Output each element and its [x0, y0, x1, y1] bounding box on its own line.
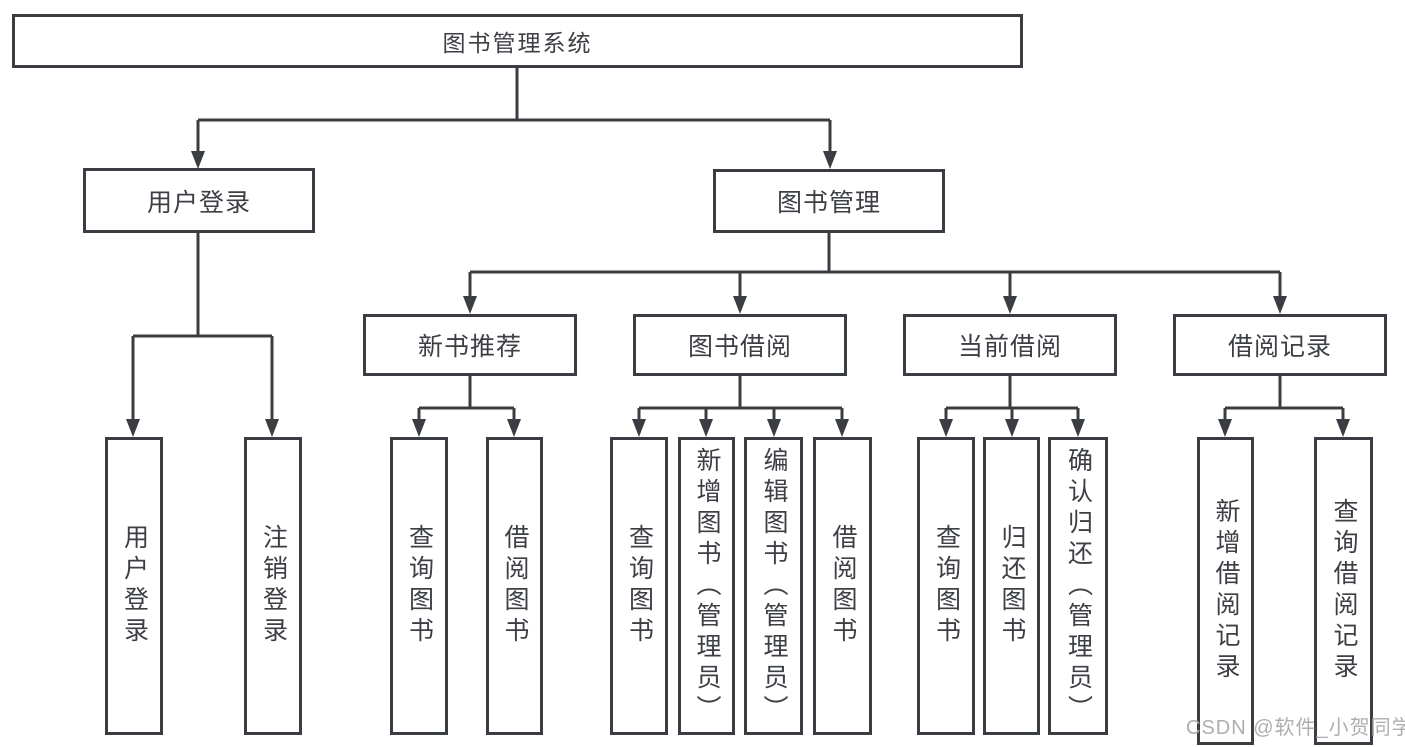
node-label: 借阅图书 — [501, 524, 529, 648]
node-book-borrowing: 图书借阅 — [633, 314, 847, 376]
node-logout: 注销登录 — [244, 437, 302, 735]
node-label: 新增图书（管理员） — [693, 446, 721, 726]
node-label: 查询图书 — [625, 524, 654, 648]
node-query-borrow-record: 查询借阅记录 — [1314, 437, 1373, 745]
node-add-borrow-record: 新增借阅记录 — [1197, 437, 1254, 745]
node-library-management-system: 图书管理系统 — [12, 14, 1023, 68]
node-label: 查询借阅记录 — [1330, 498, 1358, 684]
node-user-login-group: 用户登录 — [83, 168, 315, 233]
node-label: 新书推荐 — [417, 333, 522, 361]
node-query-books: 查询图书 — [610, 437, 668, 735]
node-label: 确认归还（管理员） — [1064, 446, 1093, 726]
node-label: 编辑图书（管理员） — [760, 446, 788, 726]
node-borrowing-records: 借阅记录 — [1173, 314, 1387, 376]
node-borrow-books: 借阅图书 — [486, 437, 543, 735]
node-label: 借阅记录 — [1227, 333, 1332, 361]
node-return-books: 归还图书 — [983, 437, 1040, 735]
node-book-management: 图书管理 — [713, 169, 945, 233]
node-label: 查询图书 — [932, 524, 961, 648]
node-label: 当前借阅 — [957, 333, 1062, 361]
node-borrow-books: 借阅图书 — [813, 437, 872, 735]
node-label: 图书管理系统 — [442, 30, 593, 56]
connector-stems — [131, 68, 1345, 431]
node-user-login: 用户登录 — [105, 437, 163, 735]
node-add-books-admin: 新增图书（管理员） — [678, 437, 735, 735]
node-label: 图书管理 — [776, 189, 881, 217]
node-label: 新增借阅记录 — [1212, 498, 1240, 684]
node-edit-books-admin: 编辑图书（管理员） — [744, 437, 803, 735]
node-label: 借阅图书 — [829, 524, 857, 648]
node-new-book-recommendation: 新书推荐 — [363, 314, 577, 376]
node-current-borrowing: 当前借阅 — [903, 314, 1117, 376]
node-label: 查询图书 — [405, 524, 434, 648]
node-label: 归还图书 — [998, 524, 1026, 648]
watermark: CSDN @软件_小贺同学 — [1186, 717, 1405, 739]
node-label: 用户登录 — [120, 524, 149, 648]
node-query-books: 查询图书 — [390, 437, 448, 735]
node-label: 用户登录 — [146, 188, 251, 217]
node-label: 注销登录 — [259, 524, 288, 648]
node-confirm-return-admin: 确认归还（管理员） — [1048, 437, 1108, 735]
node-label: 图书借阅 — [687, 333, 792, 361]
node-query-books: 查询图书 — [917, 437, 975, 735]
